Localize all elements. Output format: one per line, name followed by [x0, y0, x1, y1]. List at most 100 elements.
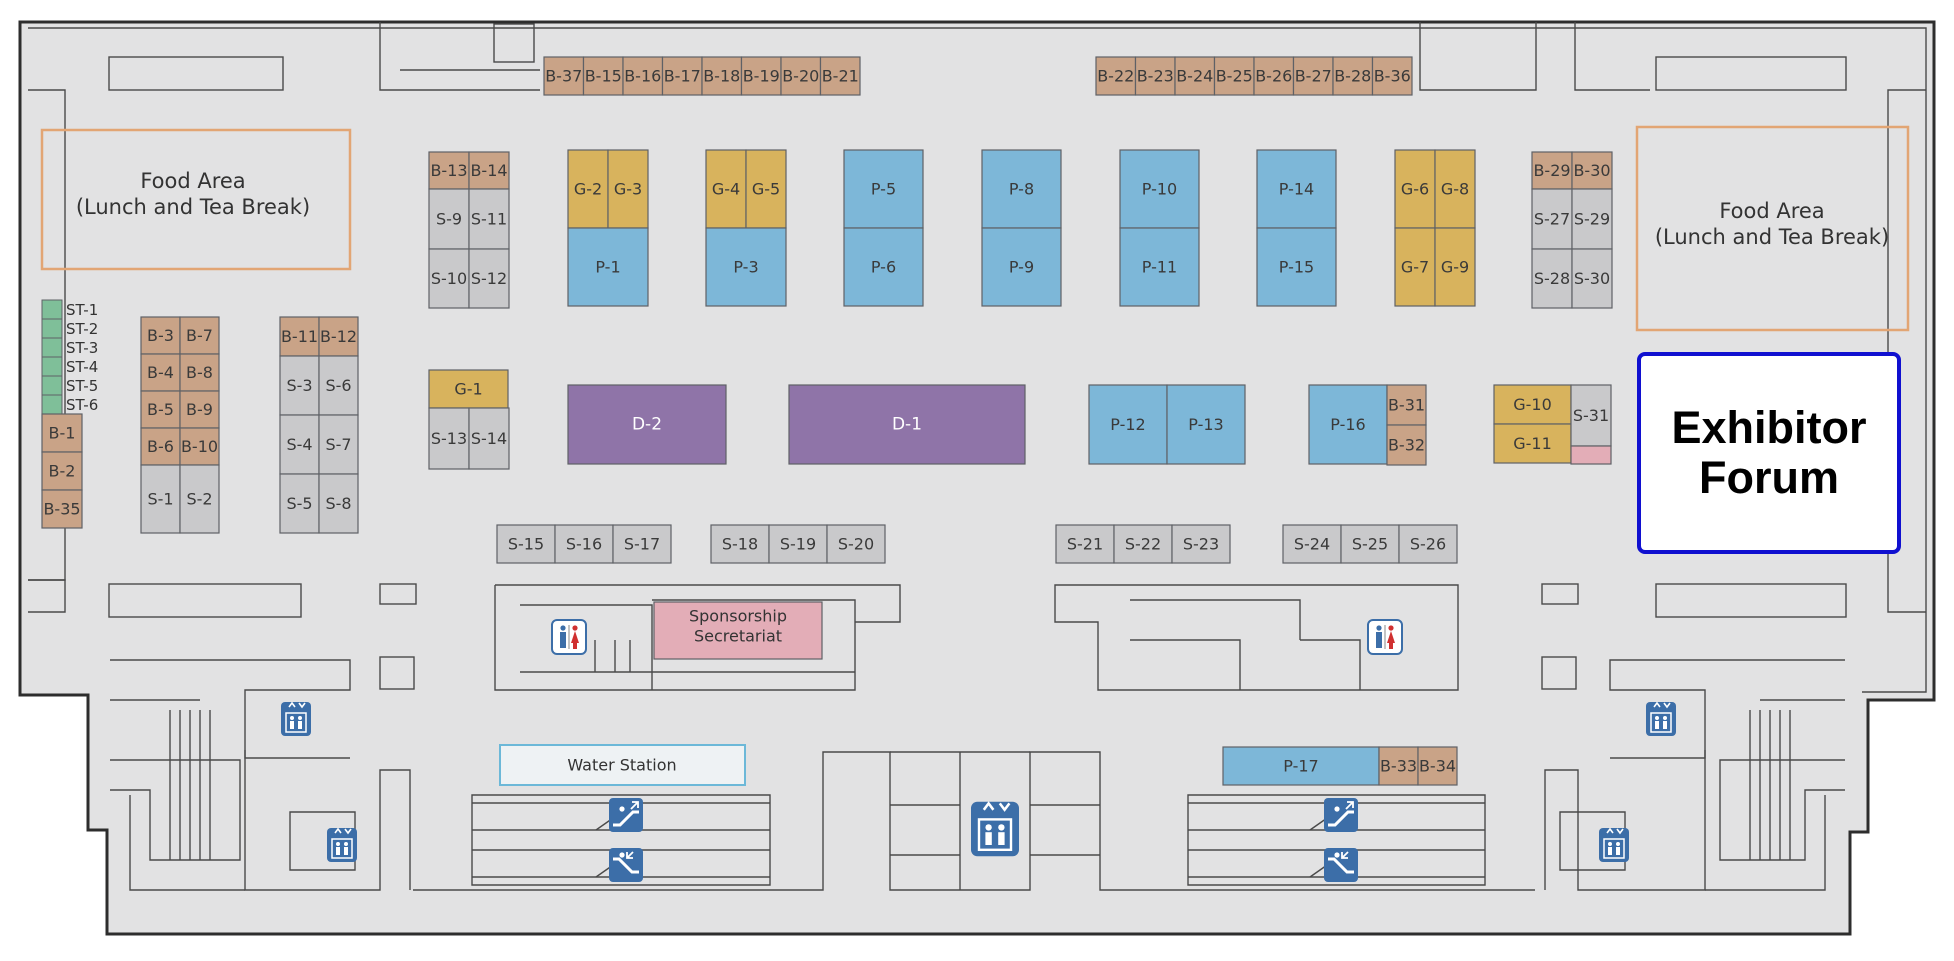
booth-b-5[interactable]: B-5: [140, 390, 181, 429]
booth-d-2[interactable]: D-2: [567, 384, 727, 465]
booth-p-11[interactable]: P-11: [1119, 227, 1200, 307]
booth-b-28[interactable]: B-28: [1332, 56, 1374, 96]
booth-g-3[interactable]: G-3: [607, 149, 649, 229]
pink-booth[interactable]: [1570, 445, 1612, 465]
booth-p-1[interactable]: P-1: [567, 227, 649, 307]
booth-s-13[interactable]: S-13: [428, 407, 470, 470]
booth-s-5[interactable]: S-5: [279, 473, 320, 534]
booth-s-12[interactable]: S-12: [468, 248, 510, 309]
booth-p-8[interactable]: P-8: [981, 149, 1062, 229]
booth-p-13[interactable]: P-13: [1166, 384, 1246, 465]
booth-b-22[interactable]: B-22: [1095, 56, 1137, 96]
booth-g-2[interactable]: G-2: [567, 149, 609, 229]
booth-g-6[interactable]: G-6: [1394, 149, 1436, 229]
booth-b-6[interactable]: B-6: [140, 427, 181, 466]
booth-s-11[interactable]: S-11: [468, 188, 510, 250]
booth-s-8[interactable]: S-8: [318, 473, 359, 534]
booth-g-10[interactable]: G-10: [1493, 384, 1572, 425]
booth-s-18[interactable]: S-18: [710, 524, 770, 564]
booth-b-11[interactable]: B-11: [279, 316, 320, 357]
booth-p-12[interactable]: P-12: [1088, 384, 1168, 465]
booth-b-19[interactable]: B-19: [740, 56, 782, 96]
booth-p-10[interactable]: P-10: [1119, 149, 1200, 229]
booth-b-29[interactable]: B-29: [1531, 151, 1573, 190]
booth-g-7[interactable]: G-7: [1394, 227, 1436, 307]
booth-s-20[interactable]: S-20: [826, 524, 886, 564]
booth-g-9[interactable]: G-9: [1434, 227, 1476, 307]
booth-s-26[interactable]: S-26: [1398, 524, 1458, 564]
booth-s-28[interactable]: S-28: [1531, 248, 1573, 309]
booth-b-20[interactable]: B-20: [780, 56, 822, 96]
booth-b-24[interactable]: B-24: [1174, 56, 1216, 96]
booth-p-9[interactable]: P-9: [981, 227, 1062, 307]
booth-b-18[interactable]: B-18: [701, 56, 743, 96]
booth-s-29[interactable]: S-29: [1571, 188, 1613, 250]
booth-b-25[interactable]: B-25: [1213, 56, 1255, 96]
booth-b-37[interactable]: B-37: [543, 56, 585, 96]
booth-b-17[interactable]: B-17: [661, 56, 703, 96]
booth-p-16[interactable]: P-16: [1308, 384, 1388, 465]
booth-b-21[interactable]: B-21: [819, 56, 861, 96]
booth-p-17[interactable]: P-17: [1222, 746, 1380, 786]
booth-st-5[interactable]: ST-5: [41, 375, 98, 396]
booth-p-3[interactable]: P-3: [705, 227, 787, 307]
booth-b-26[interactable]: B-26: [1253, 56, 1295, 96]
booth-s-14[interactable]: S-14: [468, 407, 510, 470]
booth-b-10[interactable]: B-10: [179, 427, 220, 466]
booth-b-14[interactable]: B-14: [468, 151, 510, 190]
booth-g-8[interactable]: G-8: [1434, 149, 1476, 229]
booth-b-33[interactable]: B-33: [1378, 746, 1419, 786]
booth-g-5[interactable]: G-5: [745, 149, 787, 229]
booth-b-8[interactable]: B-8: [179, 353, 220, 392]
water-station[interactable]: Water Station: [499, 744, 746, 786]
booth-g-1[interactable]: G-1: [428, 369, 509, 409]
booth-b-13[interactable]: B-13: [428, 151, 470, 190]
booth-b-35[interactable]: B-35: [41, 489, 83, 529]
booth-b-15[interactable]: B-15: [582, 56, 624, 96]
booth-b-31[interactable]: B-31: [1386, 384, 1427, 426]
booth-s-6[interactable]: S-6: [318, 355, 359, 416]
booth-s-10[interactable]: S-10: [428, 248, 470, 309]
booth-b-36[interactable]: B-36: [1371, 56, 1413, 96]
booth-s-7[interactable]: S-7: [318, 414, 359, 475]
booth-s-1[interactable]: S-1: [140, 464, 181, 534]
exhibitor-forum[interactable]: Exhibitor Forum: [1637, 352, 1901, 554]
booth-s-9[interactable]: S-9: [428, 188, 470, 250]
booth-b-23[interactable]: B-23: [1134, 56, 1176, 96]
booth-st-2[interactable]: ST-2: [41, 318, 98, 339]
booth-p-6[interactable]: P-6: [843, 227, 924, 307]
booth-st-3[interactable]: ST-3: [41, 337, 98, 358]
booth-st-6[interactable]: ST-6: [41, 394, 98, 415]
booth-b-16[interactable]: B-16: [622, 56, 664, 96]
booth-p-15[interactable]: P-15: [1256, 227, 1337, 307]
booth-g-11[interactable]: G-11: [1493, 423, 1572, 464]
sponsorship-secretariat[interactable]: Sponsorship Secretariat: [653, 601, 823, 660]
booth-s-23[interactable]: S-23: [1171, 524, 1231, 564]
booth-g-4[interactable]: G-4: [705, 149, 747, 229]
booth-d-1[interactable]: D-1: [788, 384, 1026, 465]
booth-s-27[interactable]: S-27: [1531, 188, 1573, 250]
booth-s-4[interactable]: S-4: [279, 414, 320, 475]
booth-s-25[interactable]: S-25: [1340, 524, 1400, 564]
booth-st-1[interactable]: ST-1: [41, 299, 98, 320]
booth-s-2[interactable]: S-2: [179, 464, 220, 534]
booth-s-15[interactable]: S-15: [496, 524, 556, 564]
booth-s-31[interactable]: S-31: [1570, 384, 1612, 447]
booth-st-4[interactable]: ST-4: [41, 356, 98, 377]
booth-b-4[interactable]: B-4: [140, 353, 181, 392]
booth-p-5[interactable]: P-5: [843, 149, 924, 229]
booth-b-7[interactable]: B-7: [179, 316, 220, 355]
booth-s-22[interactable]: S-22: [1113, 524, 1173, 564]
booth-b-34[interactable]: B-34: [1417, 746, 1458, 786]
booth-b-32[interactable]: B-32: [1386, 424, 1427, 466]
booth-b-9[interactable]: B-9: [179, 390, 220, 429]
booth-s-3[interactable]: S-3: [279, 355, 320, 416]
booth-b-12[interactable]: B-12: [318, 316, 359, 357]
booth-s-30[interactable]: S-30: [1571, 248, 1613, 309]
booth-s-24[interactable]: S-24: [1282, 524, 1342, 564]
booth-b-27[interactable]: B-27: [1292, 56, 1334, 96]
booth-b-1[interactable]: B-1: [41, 413, 83, 453]
booth-s-17[interactable]: S-17: [612, 524, 672, 564]
booth-s-21[interactable]: S-21: [1055, 524, 1115, 564]
booth-b-30[interactable]: B-30: [1571, 151, 1613, 190]
